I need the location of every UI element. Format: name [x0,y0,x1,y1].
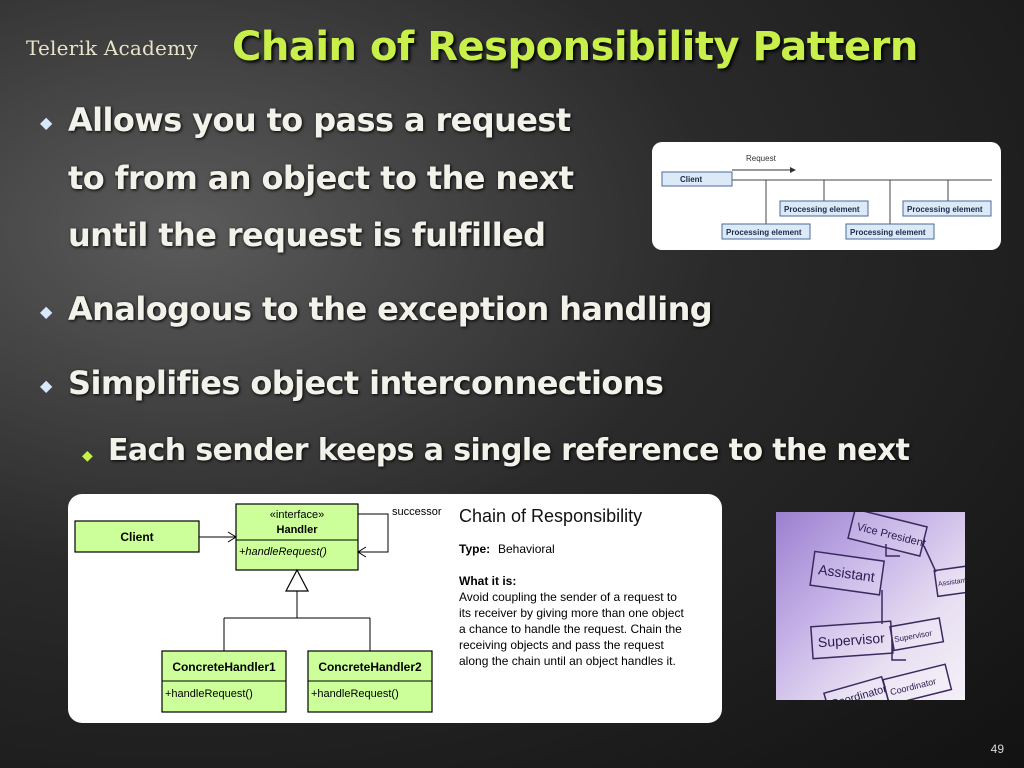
org-chart-illustration: Vice President Assistant Supervisor Supe… [809,512,965,700]
bullet-line: Simplifies object interconnections [68,364,664,402]
client-label: Client [680,175,703,184]
sub-bullet-line: Each sender keeps a single reference to … [108,433,910,468]
uml-handler-name: Handler [277,524,319,536]
uml-description-line: a chance to handle the request. Chain th… [459,622,682,636]
page-number: 49 [990,742,1004,756]
uml-handler-method: +handleRequest() [239,546,327,558]
uml-concrete-handler-name: ConcreteHandler2 [318,660,422,674]
processing-element-label: Processing element [784,205,860,214]
uml-diagram-panel: Client «interface» Handler +handleReques… [68,494,722,723]
bullet-diamond-icon: ◆ [40,302,53,321]
request-label: Request [746,154,777,163]
uml-type-label: Type: [459,542,490,556]
processing-element-label: Processing element [907,205,983,214]
photo-label: Assistant [938,577,965,588]
bullet-line: until the request is fulfilled [68,216,546,254]
uml-client-label: Client [120,530,153,544]
uml-concrete-handler-method: +handleRequest() [165,688,253,700]
uml-interface-stereotype: «interface» [270,509,324,521]
slide-title: Chain of Responsibility Pattern [232,24,918,70]
processing-element-box [845,223,935,240]
processing-element-box [779,200,869,217]
uml-description-line: along the chain until an object handles … [459,654,676,668]
uml-description-line: its receiver by giving more than one obj… [459,606,684,620]
uml-concrete-handler-name: ConcreteHandler1 [172,660,276,674]
chain-diagram-panel: Request Client Processing element Proces… [652,142,1001,250]
bullet-diamond-icon: ◆ [40,376,53,395]
client-box [661,171,733,187]
processing-element-box [721,223,811,240]
uml-description-line: Avoid coupling the sender of a request t… [459,590,677,604]
org-chart-photo: Vice President Assistant Supervisor Supe… [776,512,965,700]
bullet-line: Analogous to the exception handling [68,290,713,328]
bullet-line: to from an object to the next [68,159,574,197]
chain-diagram: Request Client Processing element Proces… [661,154,992,240]
sub-bullet-diamond-icon: ◆ [82,448,93,464]
uml-heading: Chain of Responsibility [459,506,642,526]
telerik-academy-logo: Telerik Academy [26,36,198,60]
uml-what-label: What it is: [459,574,516,588]
bullet-diamond-icon: ◆ [40,113,53,132]
uml-diagram: Client «interface» Handler +handleReques… [74,503,684,713]
uml-successor-label: successor [392,506,442,518]
photo-label: Supervisor [817,630,885,651]
uml-type-value: Behavioral [498,542,555,556]
bullet-line: Allows you to pass a request [68,101,571,139]
processing-element-label: Processing element [850,228,926,237]
photo-label: Assistant [817,561,876,585]
processing-element-box [902,200,992,217]
processing-element-label: Processing element [726,228,802,237]
uml-concrete-handler-method: +handleRequest() [311,688,399,700]
uml-description-line: receiving objects and pass the request [459,638,664,652]
